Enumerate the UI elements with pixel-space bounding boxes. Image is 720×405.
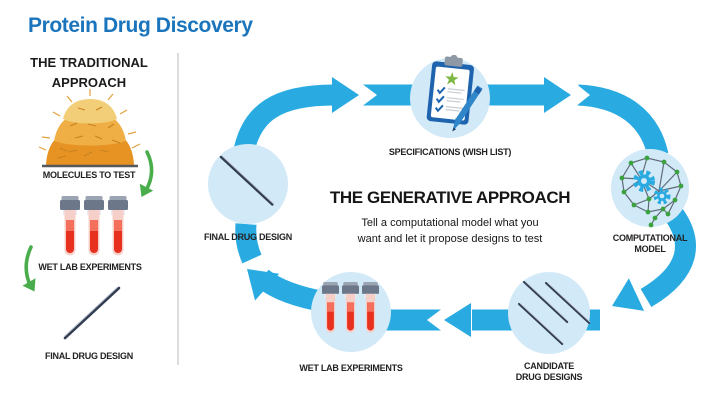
gear-icon <box>633 170 655 192</box>
gear-icon <box>653 187 671 205</box>
traditional-approach-heading: THE TRADITIONAL APPROACH <box>9 53 169 93</box>
node-label-computational-model: COMPUTATIONAL MODEL <box>612 233 688 254</box>
clipboard-checklist-icon <box>426 55 483 132</box>
node-label-wet-lab-experiments: WET LAB EXPERIMENTS <box>299 363 403 373</box>
generative-approach-heading: THE GENERATIVE APPROACH <box>329 188 571 207</box>
page-title: Protein Drug Discovery <box>28 14 253 37</box>
step-label-molecules-to-test: MOLECULES TO TEST <box>42 170 136 180</box>
generative-approach-subtitle: Tell a computational model what you want… <box>357 217 543 245</box>
heading-line-1: THE TRADITIONAL <box>30 55 148 70</box>
needle-icon <box>62 286 121 340</box>
green-curved-arrow-icon <box>22 245 36 292</box>
node-circle-final-drug-design <box>208 144 288 224</box>
green-curved-arrow-icon <box>139 150 154 197</box>
node-label-specifications: SPECIFICATIONS (WISH LIST) <box>388 147 512 157</box>
node-label-candidate-drug-designs: CANDIDATE DRUG DESIGNS <box>515 361 583 382</box>
generative-cycle-graphic <box>208 55 696 354</box>
haystack-icon <box>38 89 141 168</box>
traditional-approach-graphics <box>22 89 154 340</box>
test-tubes-icon <box>322 282 379 333</box>
brain-network-icon <box>619 155 684 228</box>
heading-line-2: APPROACH <box>51 75 127 90</box>
test-tubes-icon <box>60 196 128 256</box>
step-label-final-drug-design: FINAL DRUG DESIGN <box>44 351 134 361</box>
vertical-divider <box>177 53 179 365</box>
node-circle-candidate-drug-designs <box>508 272 590 354</box>
node-label-final-drug-design: FINAL DRUG DESIGN <box>203 232 293 242</box>
step-label-wet-lab-experiments: WET LAB EXPERIMENTS <box>38 262 142 272</box>
